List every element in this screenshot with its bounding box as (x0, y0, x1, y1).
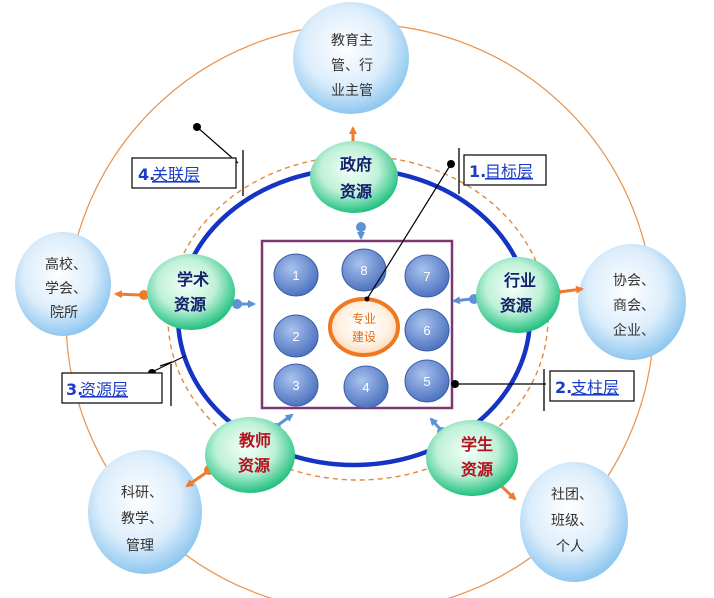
layer-related-callout: 4. 关联层 (131, 123, 244, 196)
research-text-3: 管理 (126, 538, 154, 554)
club-bubble (520, 462, 628, 582)
gov-label-1: 政府 (340, 155, 372, 174)
grid-number-5: 5 (423, 374, 430, 389)
teacher-label-2: 资源 (238, 456, 270, 475)
research-text-1: 科研、 (121, 485, 163, 501)
grid-number-7: 7 (423, 269, 430, 284)
student-resource-node (426, 420, 518, 496)
layer-resource-num: 3. (66, 380, 83, 399)
research-bubble (88, 450, 202, 574)
edu-text-2: 管、行 (331, 58, 373, 74)
club-text-2: 班级、 (551, 513, 593, 529)
layer-goal-num: 1. (469, 162, 486, 181)
academic-label-2: 资源 (174, 295, 206, 314)
research-text-2: 教学、 (121, 511, 163, 527)
grid-circle-3 (273, 363, 319, 407)
grid-number-3: 3 (292, 378, 299, 393)
industry-label-1: 行业 (503, 271, 536, 290)
grid-circle-8 (341, 248, 387, 292)
uni-bubble (15, 232, 111, 336)
industry-label-2: 资源 (500, 296, 532, 315)
center-label-line2: 建设 (352, 330, 376, 344)
uni-text-1: 高校、 (45, 256, 87, 273)
layer-resource-label[interactable]: 资源层 (80, 380, 128, 399)
uni-text-3: 院所 (50, 305, 78, 321)
edu-text-3: 业主管 (331, 83, 373, 99)
gov-resource-node (310, 141, 398, 213)
layer-resource-callout: 3. 资源层 (61, 355, 186, 406)
student-label-2: 资源 (461, 460, 493, 479)
edu-bubble (293, 2, 409, 114)
layer-goal-callout: 1. 目标层 (364, 148, 547, 302)
assoc-text-2: 商会、 (613, 298, 655, 314)
grid-circles (273, 248, 450, 409)
student-label-1: 学生 (461, 435, 493, 454)
academic-resource-node (147, 254, 235, 330)
teacher-label-1: 教师 (239, 431, 271, 450)
club-text-1: 社团、 (551, 487, 593, 503)
edu-text-1: 教育主 (331, 33, 373, 49)
assoc-text-3: 企业、 (613, 322, 655, 339)
club-text-3: 个人 (556, 539, 584, 555)
layer-pillar-num: 2. (555, 378, 572, 397)
assoc-text-1: 协会、 (613, 273, 655, 289)
layer-pillar-label[interactable]: 支柱层 (571, 378, 619, 397)
grid-circle-4 (343, 365, 389, 409)
layer-pillar-callout: 2. 支柱层 (451, 369, 635, 411)
grid-circle-5 (404, 359, 450, 403)
layer-related-label[interactable]: 关联层 (152, 165, 200, 184)
grid-circle-1 (273, 253, 319, 297)
center-node (328, 297, 400, 357)
grid-number-8: 8 (360, 263, 367, 278)
grid-number-1: 1 (292, 268, 299, 283)
grid-number-2: 2 (292, 329, 299, 344)
grid-circle-2 (273, 314, 319, 358)
grid-number-6: 6 (423, 323, 430, 338)
academic-label-1: 学术 (177, 270, 209, 289)
center-label-line1: 专业 (352, 311, 376, 326)
industry-resource-node (476, 257, 560, 333)
grid-circle-6 (404, 308, 450, 352)
gov-label-2: 资源 (340, 182, 372, 201)
uni-text-2: 学会、 (45, 281, 87, 297)
assoc-bubble (578, 244, 686, 360)
grid-circle-7 (404, 254, 450, 298)
layer-related-num: 4. (138, 165, 155, 184)
teacher-resource-node (205, 417, 295, 493)
grid-number-4: 4 (362, 380, 369, 395)
layer-goal-label[interactable]: 目标层 (485, 162, 533, 181)
